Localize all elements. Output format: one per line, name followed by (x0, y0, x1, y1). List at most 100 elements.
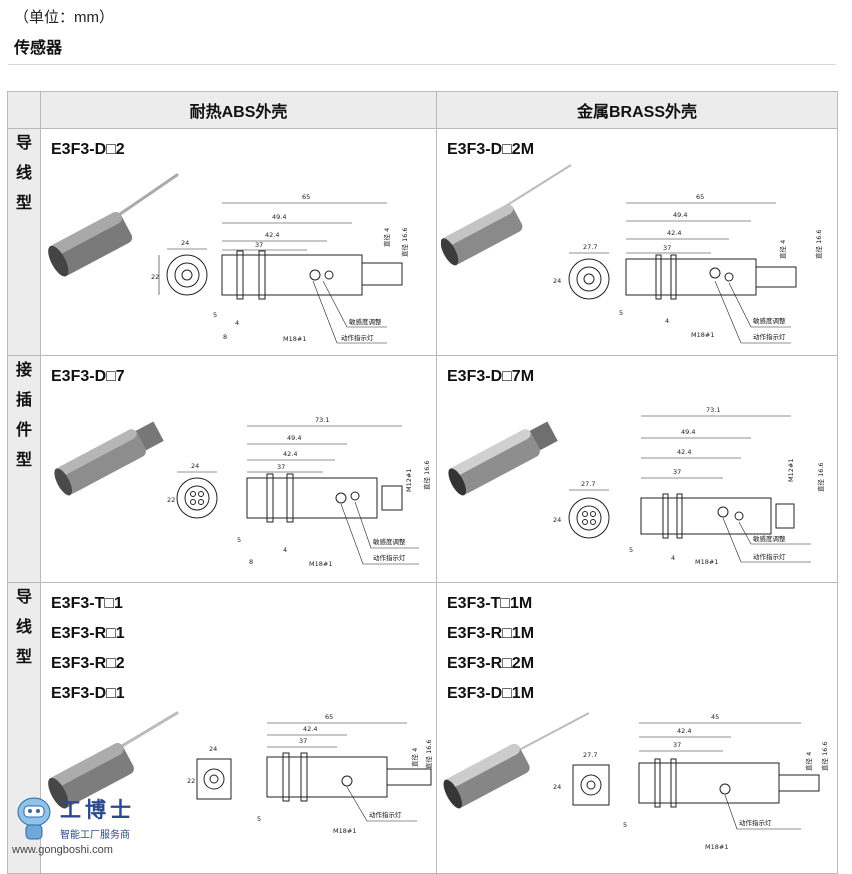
svg-text:M18#1: M18#1 (691, 331, 714, 339)
svg-text:27.7: 27.7 (583, 243, 597, 251)
svg-text:直径 4: 直径 4 (382, 228, 391, 247)
svg-text:敏感度调整: 敏感度调整 (753, 534, 786, 543)
svg-text:直径 16.6: 直径 16.6 (814, 229, 823, 259)
svg-text:直径 16.6: 直径 16.6 (422, 460, 431, 490)
svg-text:直径 16.6: 直径 16.6 (424, 739, 433, 769)
svg-text:73.1: 73.1 (706, 406, 720, 414)
sensor-dimension-table: 耐热ABS外壳 金属BRASS外壳 导线型 E3F3-D□2 (7, 91, 838, 874)
svg-text:42.4: 42.4 (265, 231, 279, 239)
svg-text:8: 8 (223, 333, 227, 341)
svg-text:42.4: 42.4 (667, 229, 681, 237)
svg-text:敏感度调整: 敏感度调整 (373, 537, 406, 546)
brass-cell: E3F3-T□1M E3F3-R□1M E3F3-R□2M E3F3-D□1M … (436, 582, 838, 874)
robot-mascot-icon (17, 797, 51, 840)
row-label: 导线型 (7, 128, 41, 356)
svg-text:直径 16.6: 直径 16.6 (400, 227, 409, 257)
svg-text:22: 22 (167, 496, 175, 504)
svg-text:42.4: 42.4 (303, 725, 317, 733)
svg-text:65: 65 (696, 193, 704, 201)
svg-text:直径 16.6: 直径 16.6 (816, 462, 825, 492)
brass-cell: E3F3-D□2M 27.7 24 (436, 128, 838, 356)
svg-text:敏感度调整: 敏感度调整 (753, 316, 786, 325)
svg-text:22: 22 (151, 273, 159, 281)
svg-text:5: 5 (623, 821, 627, 829)
col-header-brass: 金属BRASS外壳 (436, 91, 838, 129)
svg-text:37: 37 (255, 241, 263, 249)
model-list: E3F3-D□2M (447, 141, 535, 158)
svg-text:8: 8 (249, 558, 253, 566)
corner-cell (7, 91, 41, 129)
svg-text:49.4: 49.4 (287, 434, 301, 442)
svg-text:动作指示灯: 动作指示灯 (753, 332, 786, 341)
table-row: 导线型 E3F3-D□2 24 22 (7, 128, 838, 356)
svg-text:动作指示灯: 动作指示灯 (739, 818, 772, 827)
divider (8, 64, 836, 65)
model-list: E3F3-T□1M E3F3-R□1M E3F3-R□2M E3F3-D□1M (447, 595, 535, 702)
dimension-drawing: 27.7 24 65 49.4 42.4 37 直径 4 直径 16.6 5 (441, 164, 823, 344)
svg-text:37: 37 (673, 741, 681, 749)
svg-text:24: 24 (553, 516, 561, 524)
abs-cell: E3F3-D□2 24 22 (40, 128, 437, 356)
svg-text:37: 37 (673, 468, 681, 476)
dimension-drawing: 24 22 65 49.4 42.4 37 直径 4 直径 16.6 (48, 173, 409, 344)
svg-text:42.4: 42.4 (677, 448, 691, 456)
svg-text:直径 4: 直径 4 (410, 748, 419, 767)
unit-note: （单位：mm） (14, 9, 114, 26)
svg-text:37: 37 (663, 244, 671, 252)
model-list: E3F3-D□2 (51, 141, 125, 158)
svg-text:65: 65 (325, 713, 333, 721)
svg-text:4: 4 (283, 546, 287, 554)
table-row: 接插件型 E3F3-D□7 24 22 (7, 355, 838, 583)
svg-text:49.4: 49.4 (681, 428, 695, 436)
svg-text:42.4: 42.4 (677, 727, 691, 735)
svg-text:4: 4 (665, 317, 669, 325)
svg-text:5: 5 (619, 309, 623, 317)
svg-text:直径 16.6: 直径 16.6 (820, 741, 829, 771)
svg-text:5: 5 (629, 546, 633, 554)
row-label: 接插件型 (7, 355, 41, 583)
svg-text:37: 37 (299, 737, 307, 745)
col-header-abs: 耐热ABS外壳 (40, 91, 437, 129)
svg-text:M18#1: M18#1 (309, 560, 332, 568)
table-header-row: 耐热ABS外壳 金属BRASS外壳 (7, 91, 838, 129)
svg-text:24: 24 (191, 462, 199, 470)
svg-text:22: 22 (187, 777, 195, 785)
svg-text:4: 4 (671, 554, 675, 562)
svg-text:27.7: 27.7 (581, 480, 595, 488)
svg-text:49.4: 49.4 (272, 213, 286, 221)
svg-text:42.4: 42.4 (283, 450, 297, 458)
dimension-drawing: 27.7 24 73.1 49.4 42.4 37 M12#1 直径 16.6 … (448, 406, 825, 566)
svg-text:直径 4: 直径 4 (804, 752, 813, 771)
abs-cell: E3F3-D□7 24 22 (40, 355, 437, 583)
svg-text:5: 5 (213, 311, 217, 319)
svg-text:直径 4: 直径 4 (778, 240, 787, 259)
svg-text:敏感度调整: 敏感度调整 (349, 317, 382, 326)
svg-text:M12#1: M12#1 (787, 459, 795, 482)
watermark-logo: 工博士 智能工厂服务商 www.gongboshi.com (6, 790, 146, 860)
svg-text:M18#1: M18#1 (705, 843, 728, 851)
svg-text:37: 37 (277, 463, 285, 471)
svg-text:73.1: 73.1 (315, 416, 329, 424)
svg-text:27.7: 27.7 (583, 751, 597, 759)
svg-text:M12#1: M12#1 (405, 469, 413, 492)
svg-text:4: 4 (235, 319, 239, 327)
model-list: E3F3-D□7M (447, 368, 535, 385)
svg-text:5: 5 (257, 815, 261, 823)
svg-text:M18#1: M18#1 (695, 558, 718, 566)
dimension-drawing: 24 22 73.1 49.4 42.4 37 M12#1 直径 16.6 5 (54, 416, 431, 568)
watermark-url: www.gongboshi.com (12, 844, 113, 856)
svg-text:动作指示灯: 动作指示灯 (341, 333, 374, 342)
svg-text:49.4: 49.4 (673, 211, 687, 219)
model-list: E3F3-T□1 E3F3-R□1 E3F3-R□2 E3F3-D□1 (51, 595, 125, 702)
dimension-drawing: 27.7 24 45 42.4 37 直径 4 直径 16.6 5 M18#1 (443, 712, 829, 851)
svg-text:24: 24 (209, 745, 217, 753)
section-title: 传感器 (14, 40, 63, 57)
svg-text:M18#1: M18#1 (333, 827, 356, 835)
svg-text:M18#1: M18#1 (283, 335, 306, 343)
brass-cell: E3F3-D□7M 27.7 24 (436, 355, 838, 583)
svg-text:45: 45 (711, 713, 719, 721)
svg-text:65: 65 (302, 193, 310, 201)
svg-text:动作指示灯: 动作指示灯 (753, 552, 786, 561)
watermark-tagline: 智能工厂服务商 (60, 830, 130, 841)
watermark-name: 工博士 (60, 798, 135, 822)
